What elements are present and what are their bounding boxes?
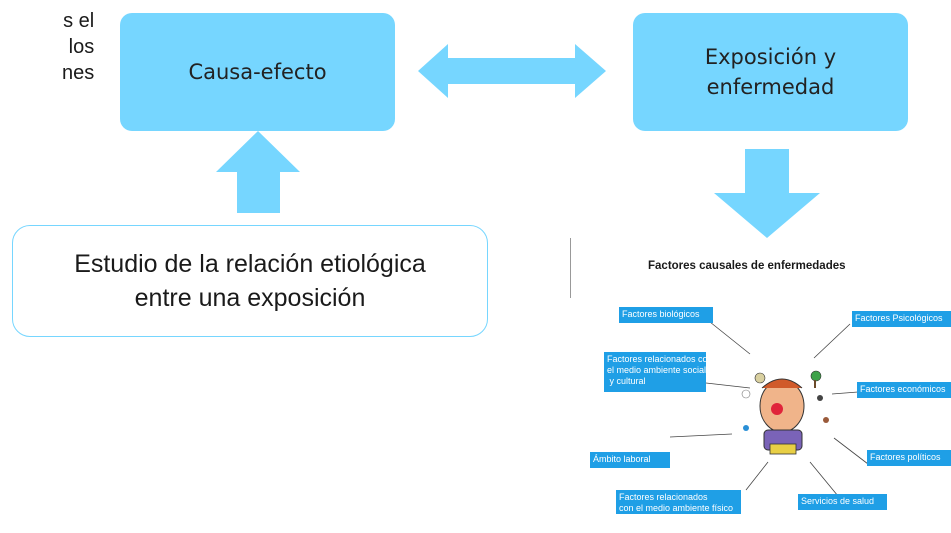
figure-edge-line [570,238,571,298]
connector-line [745,461,769,491]
causal-factors-figure: Factores causales de enfermedades [570,238,951,533]
fragment-line-2: los [68,36,95,58]
exposure-disease-box: Exposición y enfermedad [633,13,908,131]
factor-biological: Factores biológicos [619,307,713,323]
factor-economic: Factores económicos [857,382,951,398]
fragment-line-1: s el [63,10,95,32]
down-arrow [714,149,820,238]
study-line-2: entre una exposición [134,284,366,312]
figure-title: Factores causales de enfermedades [648,260,846,272]
left-text-fragment: s el los nes [62,8,94,86]
connector-line [705,382,751,389]
connector-line [669,433,733,438]
factor-social-environment: Factores relacionados con el medio ambie… [604,352,706,392]
factor-health-services: Servicios de salud [798,494,887,510]
cause-effect-label: Causa-efecto [188,60,327,84]
factor-political: Factores políticos [867,450,951,466]
cause-effect-box: Causa-efecto [120,13,395,131]
connector-line [833,437,869,465]
connector-line [709,321,751,355]
etiologic-study-box: Estudio de la relación etiológica entre … [12,225,488,337]
factor-psychological: Factores Psicológicos [852,311,951,327]
study-line-1: Estudio de la relación etiológica [74,250,426,278]
connector-line [809,461,839,497]
figure-connectors [669,321,869,497]
double-arrow [418,44,606,98]
exposure-line-1: Exposición y [704,45,837,69]
fragment-line-3: nes [62,62,95,84]
connector-line [831,391,859,395]
sick-person-illustration [741,370,829,455]
exposure-line-2: enfermedad [706,75,835,99]
connector-line [813,323,851,359]
factor-work-environment: Ámbito laboral [590,452,670,468]
factor-physical-environment: Factores relacionados con el medio ambie… [616,490,741,514]
up-arrow [216,131,300,213]
